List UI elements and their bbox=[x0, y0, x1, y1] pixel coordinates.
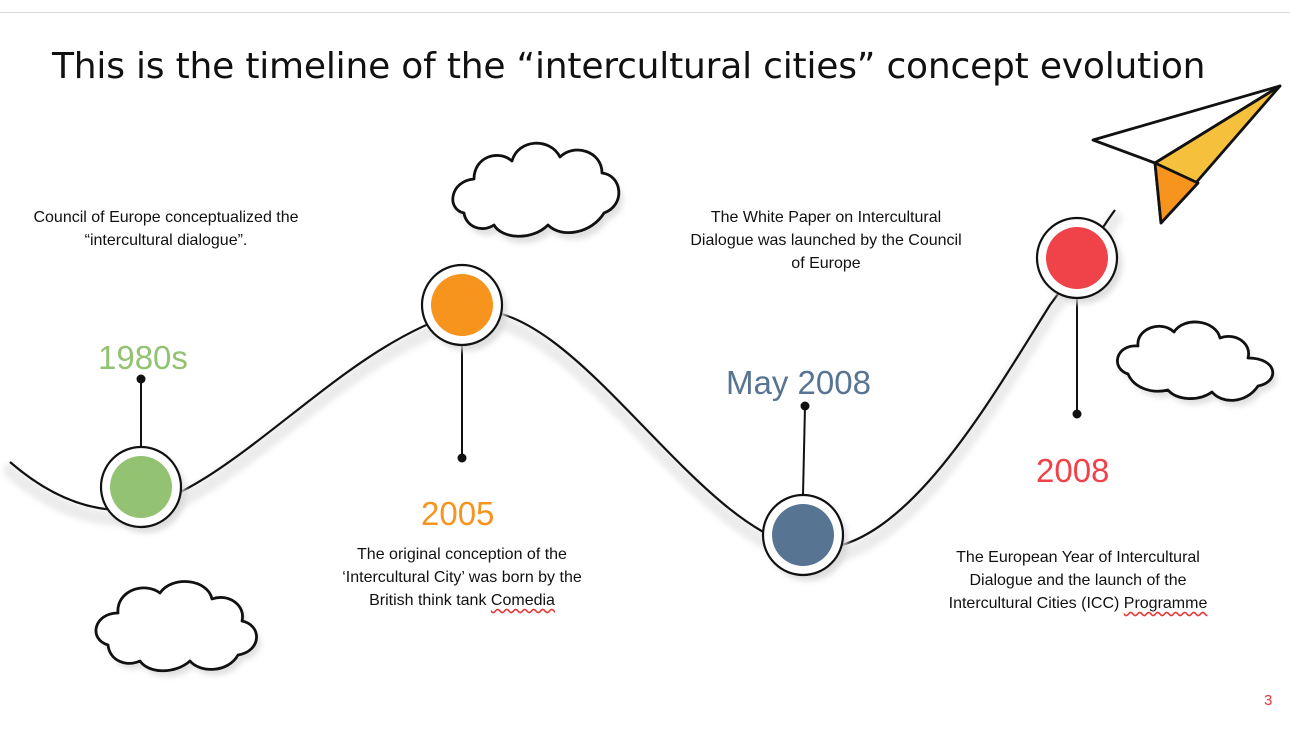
page-number: 3 bbox=[1264, 692, 1273, 709]
milestone-marker-may-2008 bbox=[761, 493, 848, 581]
cloud-icon bbox=[451, 141, 623, 244]
milestone-marker-2005 bbox=[420, 263, 507, 351]
milestone-dot bbox=[1046, 227, 1108, 289]
milestone-description-2008: The European Year of Intercultural Dialo… bbox=[938, 546, 1218, 615]
milestone-marker-1980s bbox=[99, 445, 186, 533]
milestone-description-2005: The original conception of the ‘Intercul… bbox=[322, 543, 602, 612]
slide-title: This is the timeline of the “intercultur… bbox=[52, 46, 1206, 87]
description-text: The original conception of the ‘Intercul… bbox=[342, 546, 582, 609]
milestone-year-1980s: 1980s bbox=[98, 339, 188, 376]
milestone-dot bbox=[110, 456, 172, 518]
header-divider bbox=[0, 12, 1290, 13]
paper-plane-icon bbox=[1091, 84, 1282, 225]
milestone-description-may-2008: The White Paper on Intercultural Dialogu… bbox=[690, 209, 962, 272]
milestone-description-1980s: Council of Europe conceptualized the “in… bbox=[33, 209, 299, 249]
milestone-year-2005: 2005 bbox=[421, 495, 495, 532]
description-text: The European Year of Intercultural Dialo… bbox=[948, 549, 1200, 612]
connector-pin-2008 bbox=[1072, 298, 1082, 419]
connector-pin-may-2008 bbox=[800, 401, 810, 496]
cloud-icon bbox=[1116, 320, 1277, 407]
connector-pin-2005 bbox=[457, 345, 467, 463]
cloud-icon bbox=[94, 580, 261, 677]
milestone-year-may-2008: May 2008 bbox=[726, 364, 871, 401]
spellcheck-flagged-word: Programme bbox=[1123, 595, 1208, 612]
milestone-marker-2008 bbox=[1035, 216, 1122, 304]
milestone-dot bbox=[772, 504, 834, 566]
connector-pin-1980s bbox=[136, 374, 146, 455]
milestone-year-2008: 2008 bbox=[1036, 452, 1110, 489]
milestone-dot bbox=[431, 274, 493, 336]
spellcheck-flagged-word: Comedia bbox=[490, 592, 555, 609]
